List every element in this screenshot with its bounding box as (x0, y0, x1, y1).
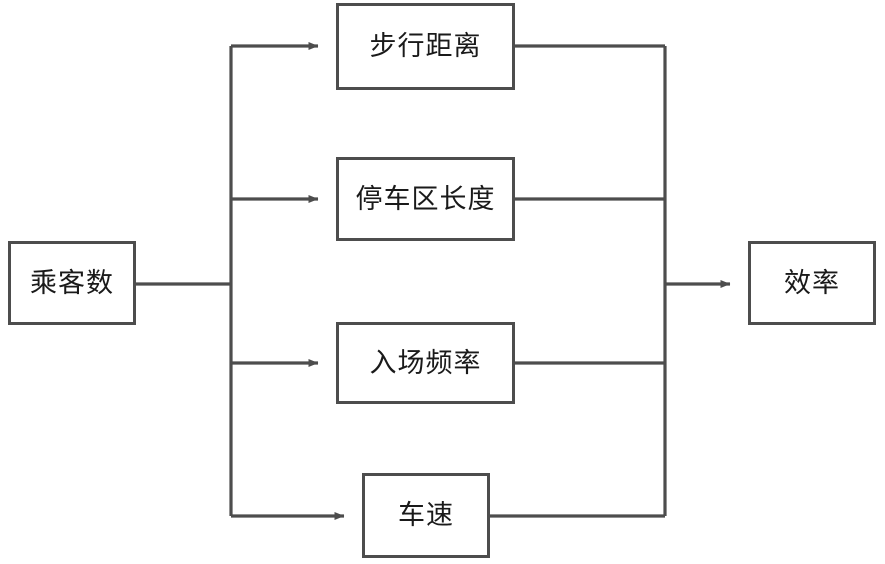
node-vehicle-speed[interactable]: 车速 (362, 473, 490, 558)
node-walking-distance[interactable]: 步行距离 (336, 3, 515, 90)
node-entry-frequency[interactable]: 入场频率 (336, 322, 515, 404)
node-vehicle-speed-label: 车速 (398, 500, 454, 531)
node-parking-area-length[interactable]: 停车区长度 (336, 157, 515, 241)
node-parking-area-length-label: 停车区长度 (355, 183, 496, 215)
node-entry-frequency-label: 入场频率 (369, 347, 482, 379)
node-walking-distance-label: 步行距离 (369, 31, 482, 62)
node-passengers[interactable]: 乘客数 (8, 241, 136, 325)
node-efficiency-label: 效率 (784, 267, 840, 299)
node-passengers-label: 乘客数 (30, 267, 114, 299)
node-efficiency[interactable]: 效率 (748, 241, 876, 325)
